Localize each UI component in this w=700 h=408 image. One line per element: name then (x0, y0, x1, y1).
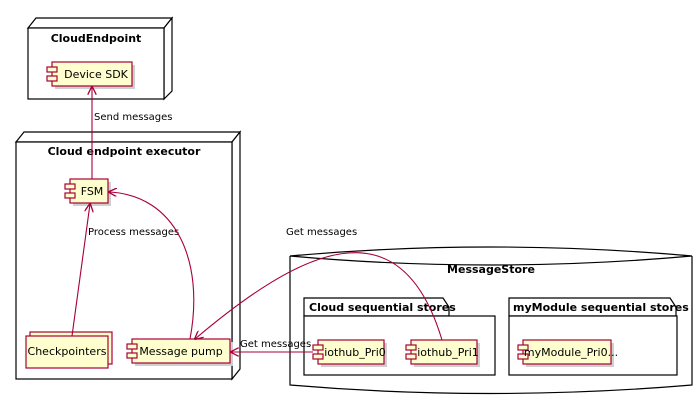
iothub-pri1-label: iothub_Pri1 (417, 346, 479, 359)
message-pump-label: Message pump (139, 345, 222, 358)
message-pump-component: Message pump (126, 338, 233, 366)
pump-to-fsm-edge (109, 192, 195, 340)
get-messages-lower-label: Get messages (240, 339, 311, 350)
module-stores-title: myModule sequential stores (513, 301, 689, 314)
send-messages-label: Send messages (94, 112, 173, 123)
fsm-component: FSM (64, 178, 111, 206)
iothub-pri1-component: iothub_Pri1 (405, 339, 480, 367)
cloud-endpoint-title: CloudEndpoint (51, 32, 142, 45)
mymodule-pri0-label: myModule_Pri0... (524, 346, 618, 359)
device-sdk-component: Device SDK (46, 61, 135, 89)
executor-title: Cloud endpoint executor (48, 145, 201, 158)
mymodule-pri0-component: myModule_Pri0... (517, 339, 618, 367)
process-messages-label: Process messages (88, 227, 179, 238)
iothub-pri0-component: iothub_Pri0 (312, 339, 387, 367)
get-messages-curved-edge (195, 252, 443, 340)
fsm-label: FSM (81, 185, 104, 198)
iothub-pri0-label: iothub_Pri0 (324, 346, 386, 359)
message-store-title: MessageStore (447, 263, 535, 276)
device-sdk-label: Device SDK (64, 68, 129, 81)
get-messages-upper-label: Get messages (286, 227, 357, 238)
checkpointers-label: Checkpointers (28, 345, 107, 358)
cloud-stores-title: Cloud sequential stores (309, 301, 456, 314)
process-messages-edge (71, 204, 90, 337)
cloud-endpoint-node: CloudEndpoint (26, 16, 174, 101)
checkpointers-collection: Checkpointers (25, 331, 113, 369)
